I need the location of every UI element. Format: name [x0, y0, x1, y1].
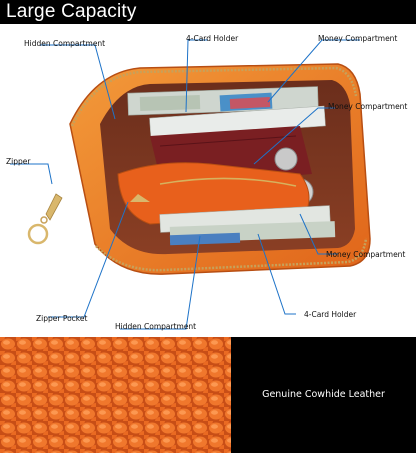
- page-title: Large Capacity: [6, 1, 137, 22]
- title-bar: Large Capacity: [0, 0, 416, 24]
- callout-hidden-compartment-bottom: Hidden Compartment: [115, 322, 197, 331]
- wallet-photo: [10, 39, 371, 330]
- callout-card-holder-bottom: 4-Card Holder: [304, 310, 357, 319]
- leather-caption: Genuine Cowhide Leather: [262, 389, 385, 400]
- callout-lines: [10, 39, 360, 330]
- callout-money-compartment-bottom: Money Compartment: [326, 250, 406, 259]
- callout-money-compartment-mid: Money Compartment: [328, 102, 408, 111]
- callout-card-holder-top: 4-Card Holder: [186, 34, 239, 43]
- callout-zipper: Zipper: [6, 157, 31, 166]
- callout-zipper-pocket: Zipper Pocket: [36, 314, 88, 323]
- leather-texture: [0, 337, 231, 453]
- callout-money-compartment-top: Money Compartment: [318, 34, 398, 43]
- leather-caption-band: Genuine Cowhide Leather: [231, 337, 416, 453]
- callout-hidden-compartment-top: Hidden Compartment: [24, 39, 106, 48]
- wallet: [27, 63, 371, 275]
